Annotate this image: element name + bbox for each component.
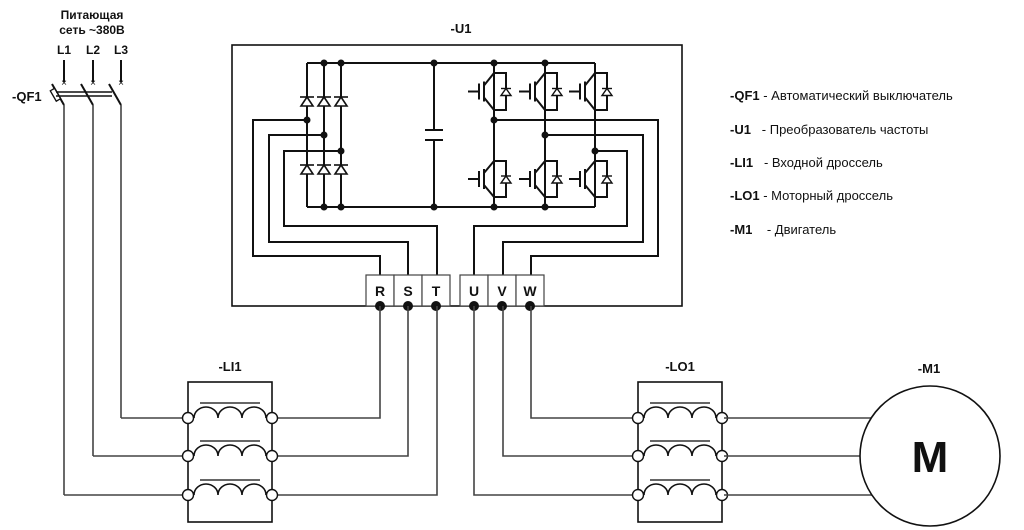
terminal-box xyxy=(365,274,395,307)
input-choke-li1 xyxy=(181,381,279,523)
terminal-label: S xyxy=(403,283,412,299)
legend-text: - Автоматический выключатель xyxy=(759,88,953,103)
converter-label: -U1 xyxy=(451,21,472,36)
svg-text:×: × xyxy=(90,78,96,89)
terminal-box xyxy=(421,274,451,307)
rectifier-input-wiring xyxy=(252,116,438,275)
inductor-coil-icon xyxy=(631,440,729,463)
breaker-qf1: -QF1 × × × xyxy=(12,60,124,495)
inductor-coil-icon xyxy=(181,440,279,463)
legend-text: - Входной дроссель xyxy=(753,155,883,170)
terminal-label: U xyxy=(469,283,479,299)
legend-item: -U1 - Преобразователь частоты xyxy=(730,122,928,137)
phase-label-l1: L1 xyxy=(57,43,71,57)
diode-icon xyxy=(299,163,315,175)
diode-icon xyxy=(316,163,332,175)
igbt-icon xyxy=(468,63,513,120)
inverter-output-wiring xyxy=(473,63,659,275)
diode-icon xyxy=(333,163,349,175)
terminal-label: W xyxy=(523,283,537,299)
diode-icon xyxy=(299,95,315,107)
legend-item: -M1 - Двигатель xyxy=(730,222,836,237)
motor-choke-label: -LO1 xyxy=(665,359,695,374)
legend-item: -QF1 - Автоматический выключатель xyxy=(730,88,953,103)
rectifier-bridge xyxy=(299,95,349,175)
legend-code: -U1 xyxy=(730,122,751,137)
motor-m1 xyxy=(859,385,1001,527)
igbt-icon xyxy=(519,151,564,207)
terminal-node xyxy=(497,301,507,311)
terminal-node xyxy=(525,301,535,311)
igbt-icon xyxy=(468,151,513,207)
inductor-coil-icon xyxy=(631,479,729,502)
terminal-box xyxy=(515,274,545,307)
phase-label-l2: L2 xyxy=(86,43,100,57)
legend-text: - Преобразователь частоты xyxy=(750,122,929,137)
legend-code: -LO1 xyxy=(730,188,760,203)
inductor-coil-icon xyxy=(181,479,279,502)
converter-u1-box xyxy=(231,44,683,307)
svg-text:×: × xyxy=(118,78,124,89)
terminal-node xyxy=(431,301,441,311)
terminal-label: V xyxy=(497,283,507,299)
legend-code: -QF1 xyxy=(730,88,760,103)
svg-text:×: × xyxy=(61,78,67,89)
motor-label: -M1 xyxy=(918,361,940,376)
legend-text: - Моторный дроссель xyxy=(759,188,893,203)
igbt-icon xyxy=(569,63,614,120)
diode-icon xyxy=(333,95,349,107)
legend-item: -LI1 - Входной дроссель xyxy=(730,155,883,170)
inductor-coil-icon xyxy=(631,402,729,425)
supply-title-line2: сеть ~380В xyxy=(59,23,125,37)
inductor-coil-icon xyxy=(181,402,279,425)
legend-code: -LI1 xyxy=(730,155,754,170)
igbt-icon xyxy=(569,151,614,207)
breaker-label: -QF1 xyxy=(12,89,42,104)
motor-symbol: M xyxy=(912,433,949,482)
terminal-box xyxy=(459,274,489,307)
motor-choke-lo1 xyxy=(631,381,729,523)
igbt-icon xyxy=(519,63,564,120)
phase-label-l3: L3 xyxy=(114,43,128,57)
terminal-label: T xyxy=(432,283,441,299)
supply-title-line1: Питающая xyxy=(61,8,124,22)
legend-item: -LO1 - Моторный дроссель xyxy=(730,188,893,203)
input-choke-label: -LI1 xyxy=(218,359,241,374)
terminal-label: R xyxy=(375,283,385,299)
diode-icon xyxy=(316,95,332,107)
legend-text: - Двигатель xyxy=(752,222,837,237)
legend-code: -M1 xyxy=(730,222,753,237)
